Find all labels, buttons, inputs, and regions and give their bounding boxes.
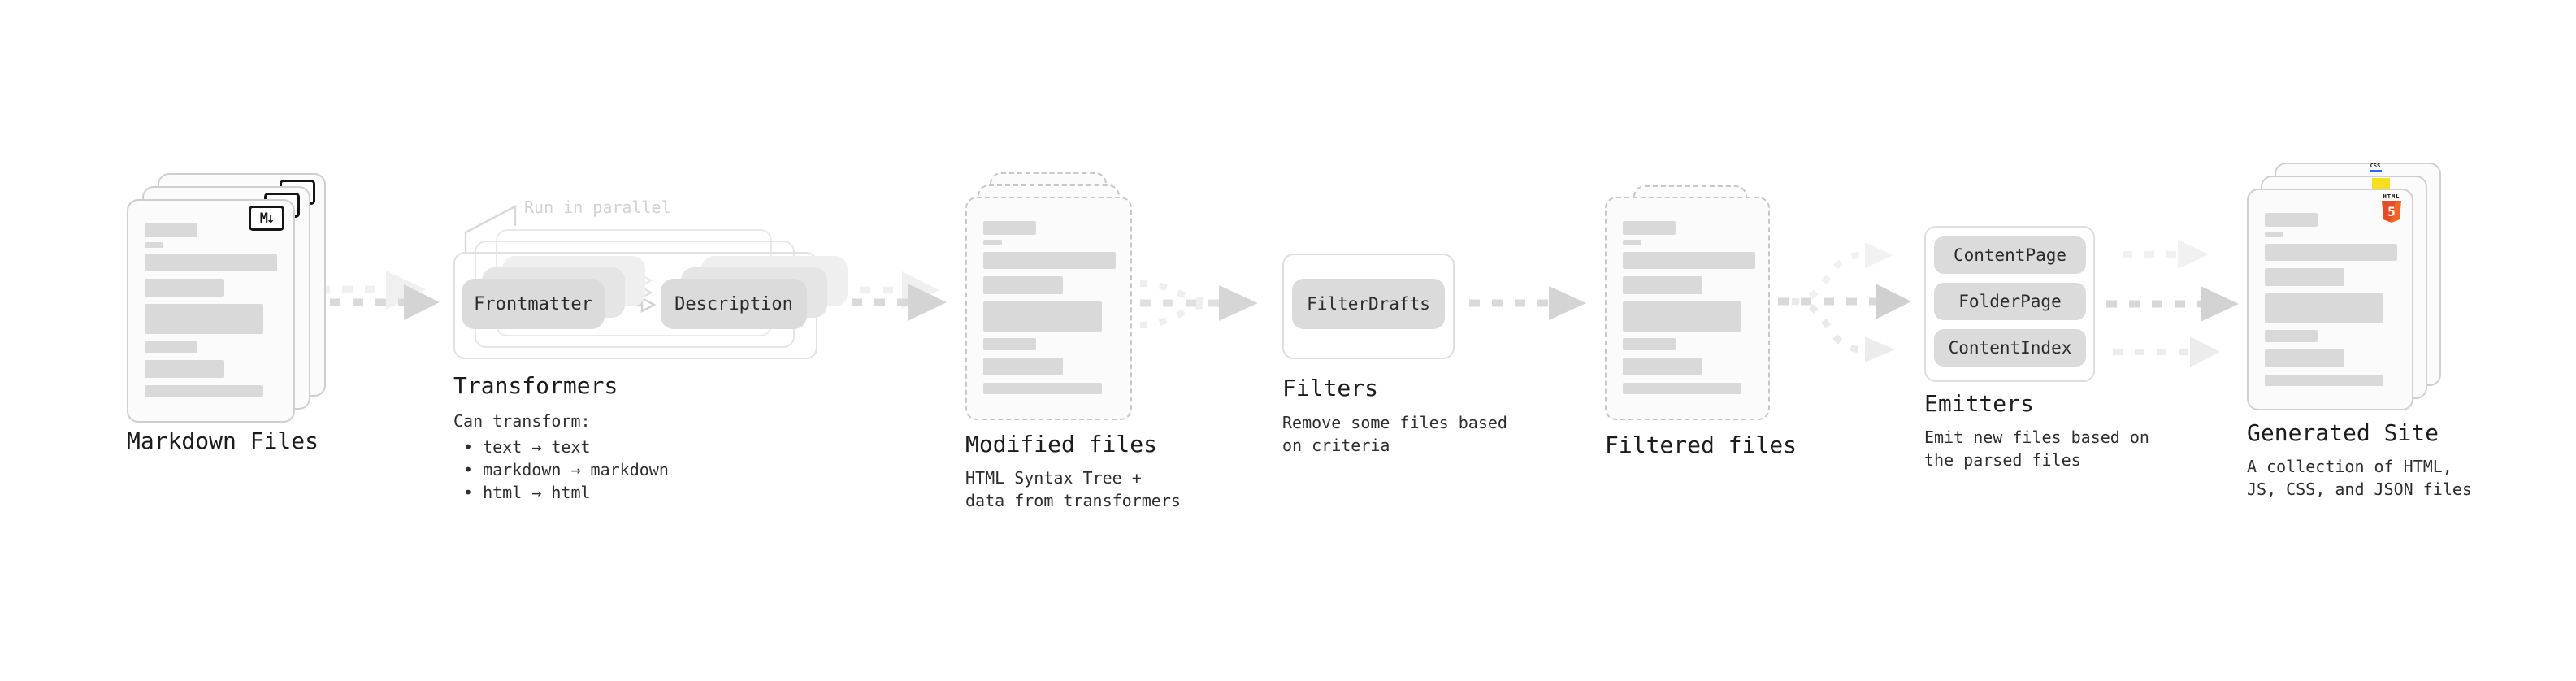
generated-caption-line-2: JS, CSS, and JSON files	[2247, 479, 2472, 499]
description-pill: Description	[661, 279, 807, 329]
text-line-placeholder	[983, 383, 1102, 394]
text-line-placeholder	[145, 360, 224, 378]
text-line-placeholder	[2265, 232, 2283, 237]
text-line-placeholder	[2265, 293, 2383, 323]
markdown-file-card-front: M↓	[127, 199, 295, 423]
text-line-placeholder	[983, 301, 1102, 332]
emitters-caption-line-2: the parsed files	[1924, 450, 2081, 470]
text-line-placeholder	[145, 254, 277, 271]
arrow-transformers-to-modified-ghost	[837, 271, 939, 309]
text-line-placeholder	[2265, 244, 2397, 261]
text-line-placeholder	[2265, 375, 2383, 386]
text-line-placeholder	[145, 223, 197, 237]
transformers-bullet-2: • markdown → markdown	[463, 460, 669, 479]
arrow-emitters-to-generated-bottom	[2113, 336, 2220, 367]
text-line-placeholder	[1623, 338, 1676, 350]
frontmatter-pill: Frontmatter	[462, 279, 605, 329]
stage-label-generated-site: Generated Site	[2247, 419, 2439, 446]
text-line-placeholder	[2265, 349, 2344, 367]
arrow-modified-to-filters	[1139, 280, 1258, 328]
text-line-placeholder	[1623, 252, 1755, 269]
arrow-emitters-to-generated-top	[2123, 240, 2209, 269]
stage-label-transformers: Transformers	[453, 372, 618, 399]
stage-label-filters: Filters	[1282, 375, 1379, 401]
text-line-placeholder	[983, 240, 1002, 245]
transformers-bullet-1: • text → text	[463, 437, 591, 457]
text-line-placeholder	[1623, 301, 1741, 332]
emitters-caption-line-1: Emit new files based on	[1924, 427, 2149, 447]
text-line-placeholder	[2265, 268, 2344, 286]
text-line-placeholder	[983, 221, 1036, 235]
text-line-placeholder	[2265, 213, 2318, 227]
arrow-markdown-to-transformers-ghost	[319, 271, 426, 310]
contentindex-pill: ContentIndex	[1934, 329, 2086, 367]
text-line-placeholder	[983, 276, 1063, 294]
filterdrafts-pill: FilterDrafts	[1292, 279, 1445, 329]
stage-label-modified-files: Modified files	[965, 431, 1158, 458]
modified-file-card-front	[965, 197, 1132, 420]
markdown-icon: M↓	[249, 206, 284, 231]
stage-label-filtered-files: Filtered files	[1605, 432, 1798, 458]
html5-icon: HTML 5	[2380, 194, 2403, 223]
run-in-parallel-annotation: Run in parallel	[524, 197, 671, 217]
folderpage-pill: FolderPage	[1934, 283, 2086, 320]
text-line-placeholder	[1623, 276, 1702, 294]
text-line-placeholder	[1623, 358, 1702, 375]
modified-caption-line-1: HTML Syntax Tree +	[965, 468, 1142, 488]
text-line-placeholder	[145, 385, 263, 397]
js-icon	[2372, 178, 2390, 189]
text-line-placeholder	[145, 340, 197, 353]
contentpage-pill: ContentPage	[1934, 236, 2086, 274]
text-line-placeholder	[983, 252, 1116, 269]
stage-label-emitters: Emitters	[1924, 390, 2034, 417]
transformers-bullet-3: • html → html	[463, 483, 591, 502]
text-line-placeholder	[145, 279, 224, 297]
arrow-filtered-to-emitters	[1778, 242, 1911, 362]
text-line-placeholder	[2265, 330, 2318, 342]
text-line-placeholder	[145, 242, 163, 248]
filtered-file-card-front	[1605, 197, 1770, 420]
text-line-placeholder	[1623, 240, 1641, 245]
generated-file-card-front: HTML 5	[2247, 189, 2413, 410]
text-line-placeholder	[1623, 383, 1741, 394]
css-icon: CSS	[2366, 163, 2385, 172]
arrow-emitters-to-generated-mid	[2106, 286, 2239, 322]
transformers-caption-title: Can transform:	[453, 411, 591, 431]
filters-caption-line-1: Remove some files based	[1282, 413, 1507, 432]
arrow-markdown-to-transformers	[307, 284, 440, 320]
arrow-filters-to-filtered	[1469, 286, 1586, 320]
text-line-placeholder	[983, 338, 1036, 350]
text-line-placeholder	[983, 358, 1063, 375]
stage-label-markdown-files: Markdown Files	[127, 427, 319, 454]
generated-caption-line-1: A collection of HTML,	[2247, 457, 2452, 476]
modified-caption-line-2: data from transformers	[965, 491, 1181, 510]
filters-caption-line-2: on criteria	[1282, 436, 1390, 455]
text-line-placeholder	[145, 304, 263, 334]
text-line-placeholder	[1623, 221, 1676, 235]
